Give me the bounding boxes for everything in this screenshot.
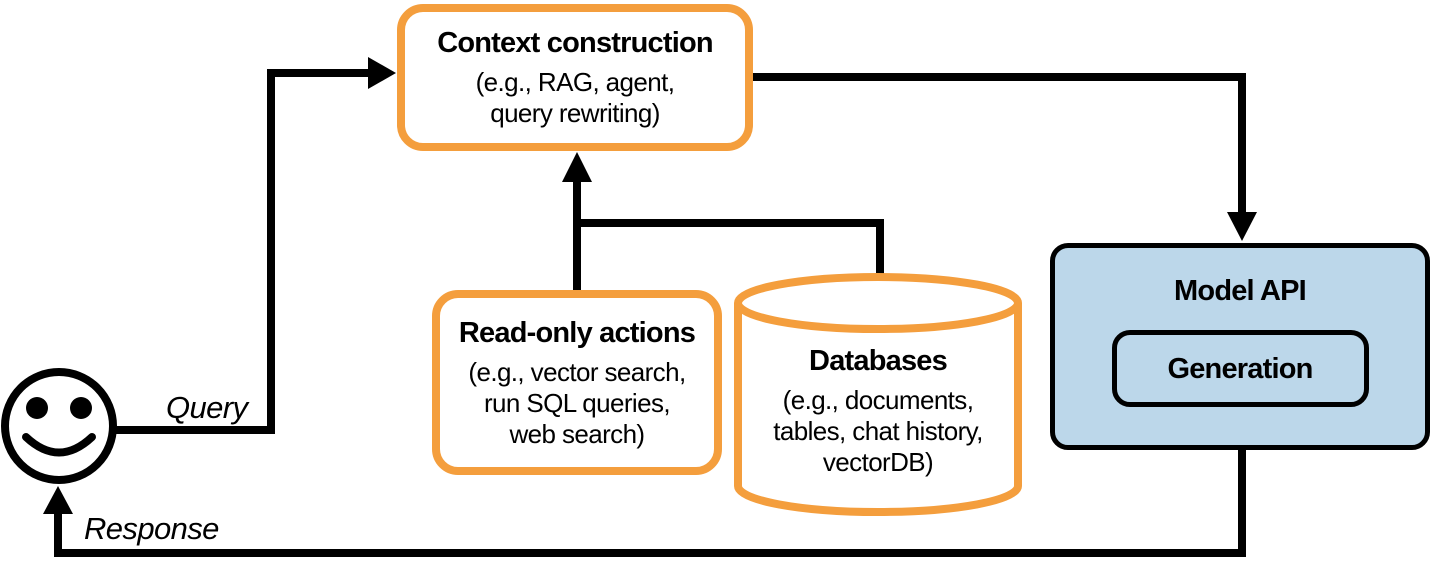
readonly-subtitle-line1: (e.g., vector search, <box>468 356 686 387</box>
model-api-title: Model API <box>1174 275 1307 307</box>
databases-subtitle-line1: (e.g., documents, <box>782 385 974 415</box>
databases-title: Databases <box>809 345 948 377</box>
readonly-subtitle-line2: run SQL queries, <box>484 387 671 418</box>
read-only-actions-subtitle: (e.g., vector search, run SQL queries, w… <box>468 356 686 450</box>
databases-cylinder-label: Databases (e.g., documents, tables, chat… <box>740 330 1016 492</box>
databases-branch-line <box>577 219 884 280</box>
context-construction-title: Context construction <box>437 27 713 59</box>
response-edge-label: Response <box>84 511 219 546</box>
query-edge-label: Query <box>166 390 248 425</box>
readonly-subtitle-line3: web search) <box>509 418 645 449</box>
query-edge-line <box>116 69 370 434</box>
context-subtitle-line1: (e.g., RAG, agent, <box>475 67 675 97</box>
context-subtitle-line2: query rewriting) <box>490 98 660 128</box>
generation-box: Generation <box>1111 330 1369 407</box>
context-construction-box: Context construction (e.g., RAG, agent, … <box>397 4 753 151</box>
read-only-actions-box: Read-only actions (e.g., vector search, … <box>432 290 722 475</box>
databases-cylinder-icon <box>734 273 1022 516</box>
smiley-face-user-icon <box>1 368 117 484</box>
databases-subtitle-line3: vectorDB) <box>822 447 934 477</box>
read-only-actions-title: Read-only actions <box>458 316 696 349</box>
databases-subtitle: (e.g., documents, tables, chat history, … <box>773 385 983 478</box>
context-construction-subtitle: (e.g., RAG, agent, query rewriting) <box>476 67 675 129</box>
context-arrowhead-icon <box>562 152 592 182</box>
response-edge-line <box>54 448 1246 557</box>
generation-label: Generation <box>1167 352 1313 385</box>
databases-subtitle-line2: tables, chat history, <box>773 416 983 446</box>
context-to-model-line <box>750 73 1246 214</box>
query-arrowhead-icon <box>368 57 396 89</box>
model-arrowhead-icon <box>1227 212 1257 241</box>
response-arrowhead-icon <box>43 486 73 514</box>
model-api-box: Model API Generation <box>1050 243 1430 450</box>
